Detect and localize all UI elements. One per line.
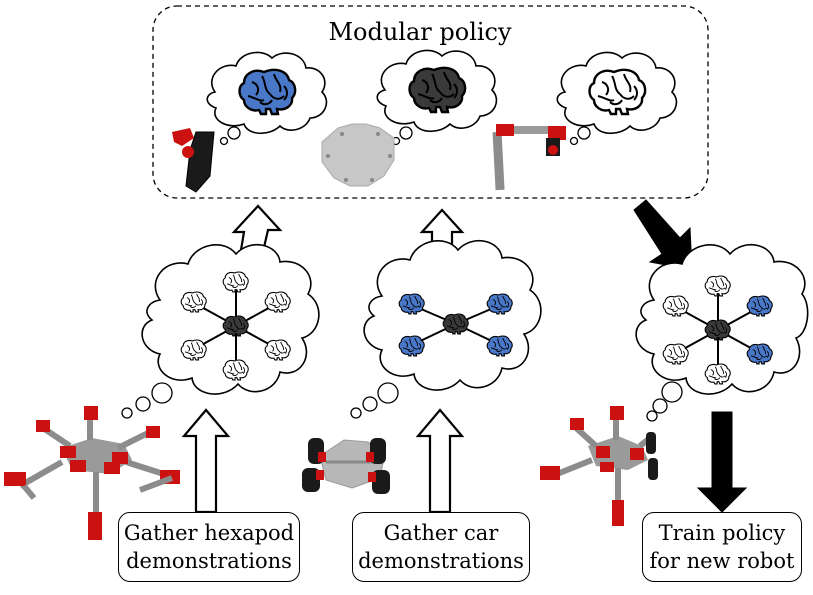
train-caption-line2: for new robot bbox=[649, 549, 795, 573]
brain-dark-icon bbox=[223, 316, 248, 336]
brain-dark-icon bbox=[443, 314, 468, 334]
car-caption: Gather car demonstrations bbox=[352, 512, 530, 582]
train-caption: Train policy for new robot bbox=[642, 512, 802, 582]
car-caption-line1: Gather car bbox=[383, 521, 499, 545]
arrow-up-hexapod bbox=[181, 408, 231, 514]
brain-blue-icon bbox=[487, 294, 512, 314]
robot-base-plate bbox=[321, 123, 395, 187]
car-robot bbox=[302, 438, 390, 494]
brain-white-icon bbox=[705, 276, 730, 296]
brain-white-icon bbox=[663, 344, 688, 364]
arrow-down-right bbox=[633, 199, 693, 271]
brain-white-icon bbox=[705, 364, 730, 384]
brain-blue-icon bbox=[747, 296, 772, 316]
train-caption-line1: Train policy bbox=[658, 521, 786, 545]
brain-white-icon bbox=[181, 292, 206, 312]
brain-blue-icon bbox=[487, 336, 512, 356]
new-robot-brain-network bbox=[663, 276, 772, 384]
brain-white-icon bbox=[590, 70, 646, 114]
hexapod-caption-line1: Gather hexapod bbox=[123, 521, 295, 545]
new-hexapod-robot bbox=[540, 406, 658, 526]
brain-dark-icon bbox=[410, 68, 466, 112]
hexapod-caption-line2: demonstrations bbox=[126, 549, 292, 573]
car-caption-line2: demonstrations bbox=[358, 549, 524, 573]
thought-cloud-hexapod bbox=[121, 244, 320, 419]
brain-blue-icon bbox=[399, 336, 424, 356]
brain-white-icon bbox=[181, 340, 206, 360]
brain-blue-icon bbox=[747, 344, 772, 364]
brain-white-icon bbox=[663, 296, 688, 316]
brain-dark-icon bbox=[705, 320, 730, 340]
brain-blue-icon bbox=[240, 70, 296, 114]
brain-white-icon bbox=[223, 360, 248, 380]
robot-leg-fragment bbox=[172, 128, 215, 193]
hexapod-robot bbox=[4, 406, 180, 540]
arrow-up-car bbox=[415, 408, 465, 514]
brain-blue-icon bbox=[399, 294, 424, 314]
brain-white-icon bbox=[265, 292, 290, 312]
hexapod-brain-network bbox=[181, 272, 290, 380]
car-brain-network bbox=[399, 294, 512, 356]
hexapod-caption: Gather hexapod demonstrations bbox=[118, 512, 300, 582]
brain-white-icon bbox=[223, 272, 248, 292]
robot-arm-fragment bbox=[492, 124, 566, 191]
arrow-down-train bbox=[696, 411, 748, 513]
brain-white-icon bbox=[265, 340, 290, 360]
modular-policy-title: Modular policy bbox=[328, 18, 512, 46]
